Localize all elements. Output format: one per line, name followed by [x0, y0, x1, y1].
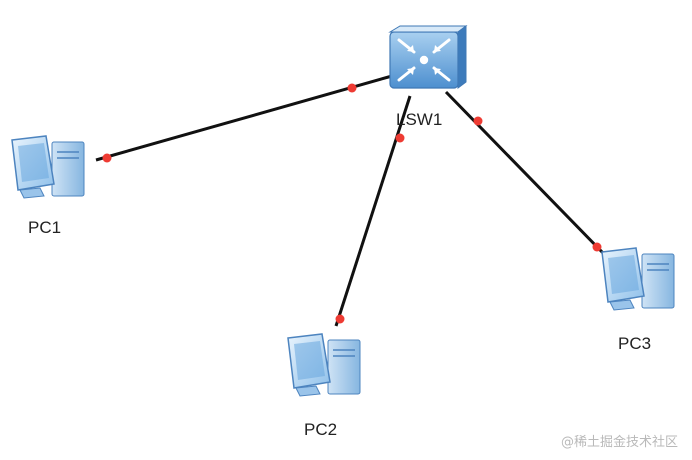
port-dot-lsw1-pc1-b	[102, 153, 112, 163]
node-label-pc1: PC1	[28, 218, 61, 237]
pc-icon	[11, 135, 85, 199]
pc-icon	[287, 333, 361, 397]
node-pc2[interactable]: PC2	[287, 333, 361, 439]
port-dot-lsw1-pc1-a	[347, 83, 357, 93]
port-dot-lsw1-pc3-b	[592, 242, 602, 252]
switch-icon	[388, 25, 468, 89]
node-label-pc3: PC3	[618, 334, 651, 353]
watermark: @稀土掘金技术社区	[560, 435, 678, 450]
node-label-lsw1: LSW1	[396, 110, 442, 129]
node-label-pc2: PC2	[304, 420, 337, 439]
node-pc3[interactable]: PC3	[601, 247, 675, 353]
port-dot-lsw1-pc2-b	[335, 314, 345, 324]
port-dot-lsw1-pc2-a	[395, 133, 405, 143]
node-pc1[interactable]: PC1	[11, 135, 85, 237]
pc-icon	[601, 247, 675, 311]
link-lsw1-pc3[interactable]	[444, 90, 606, 256]
link-lsw1-pc1[interactable]	[95, 74, 393, 162]
port-dots-layer	[102, 83, 602, 324]
links-layer	[95, 74, 606, 327]
port-dot-lsw1-pc3-a	[473, 116, 483, 126]
node-lsw1[interactable]: LSW1	[388, 25, 468, 129]
link-lsw1-pc2[interactable]	[334, 95, 412, 327]
